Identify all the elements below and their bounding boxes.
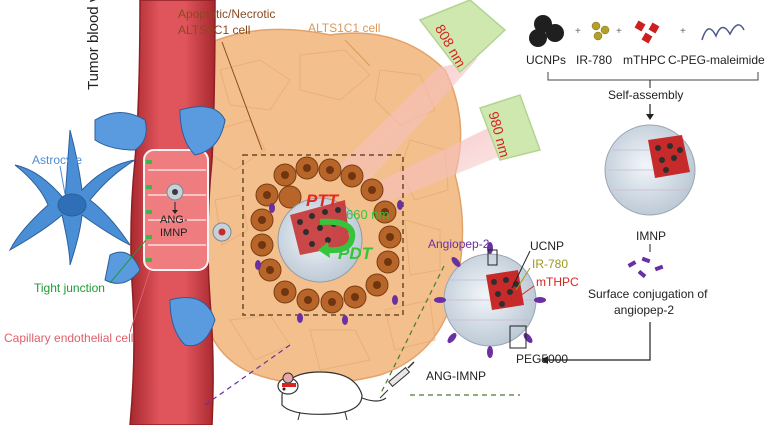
ir780-leader (515, 267, 531, 291)
tight-junction-leader (109, 239, 147, 284)
ir780-np-label: IR-780 (532, 257, 569, 271)
imnp-label: IMNP (636, 229, 666, 243)
plus-sign-3: + (680, 26, 686, 37)
ptt-pdt-arrow (319, 218, 356, 254)
alts-leader (344, 39, 371, 67)
zoom-line-green (379, 265, 445, 396)
ang-imnp-label: ANG-IMNP (426, 369, 486, 383)
angiopep-box (487, 249, 498, 266)
capillary-leader (129, 269, 151, 333)
arrow-to-imnp-head (646, 114, 654, 120)
ucnps-icon (529, 15, 564, 47)
astrocyte-cell (8, 129, 136, 266)
arrow-conjugation-head (541, 356, 548, 364)
mouse-illustration (277, 371, 387, 421)
crossing-nanoparticle (212, 222, 232, 242)
capillary-label: Capillary endothelial cell (4, 331, 134, 345)
laser-head-808 (418, 0, 507, 74)
tumor-nanoparticle (277, 197, 363, 283)
mthpc-label: mTHPC (623, 53, 666, 67)
ptt-pdt-arrow-head (318, 242, 330, 258)
mthpc-leader (519, 285, 535, 297)
alts-cell-label: ALTS1C1 cell (308, 21, 381, 35)
tight-junction-label: Tight junction (34, 281, 105, 295)
laser-head-980 (479, 94, 541, 161)
angiopep-label: Angiopep-2 (428, 237, 490, 251)
mthpc-icon (634, 20, 660, 44)
wavelength-660-label: 660 nm (346, 207, 390, 222)
peg5000-box (509, 325, 527, 349)
arrow-conjugation-to-ang-imnp (548, 322, 651, 361)
vessel-nanoparticle (166, 183, 184, 214)
c-peg-label: C-PEG-maleimide (668, 53, 765, 67)
materials-bracket (547, 72, 759, 81)
ucnp-leader (511, 250, 531, 289)
ir780-icon (591, 21, 610, 41)
apoptotic-label-line2: ALTS1C1 cell (178, 23, 251, 37)
imnp-particle (604, 124, 696, 216)
ang-imnp-angiopep-spikes (434, 242, 546, 358)
angiopep-fragments-icon (627, 256, 664, 279)
zoom-box (242, 154, 404, 316)
laser-beam-980 (362, 128, 515, 205)
laser-beam-808 (330, 58, 478, 185)
astrocyte-label: Astrocyte (32, 153, 83, 167)
astrocyte-leader (59, 165, 66, 195)
syringe-icon (379, 361, 415, 399)
pdt-label: PDT (338, 244, 372, 263)
c-peg-icon (701, 24, 745, 41)
ang-imnp-vessel-label-line2: IMNP (160, 227, 188, 239)
ucnps-label: UCNPs (526, 53, 567, 67)
peg5000-label: PEG5000 (516, 352, 569, 366)
ir780-label: IR-780 (576, 53, 613, 67)
ang-imnp-vessel-label-line1: ANG- (160, 214, 188, 226)
self-assembly-label: Self-assembly (608, 88, 684, 102)
tight-junction-marks (146, 160, 152, 262)
tumor-angiopep-dots (255, 200, 403, 325)
ptt-label: PTT (306, 191, 339, 210)
apoptotic-leader (221, 41, 263, 151)
apoptotic-label-line1: Apoptotic/Necrotic (178, 7, 276, 21)
surface-conjugation-line1: Surface conjugation of (588, 287, 708, 301)
mthpc-np-label: mTHPC (536, 275, 579, 289)
apoptotic-cell-nuclei (258, 164, 394, 306)
astrocyte-endfeet (94, 106, 226, 347)
plus-sign-2: + (616, 26, 622, 37)
surface-conjugation-line2: angiopep-2 (614, 303, 675, 317)
vessel-label: Tumor blood vessel (85, 0, 102, 90)
ucnp-label: UCNP (530, 239, 565, 253)
plus-sign-1: + (575, 26, 581, 37)
